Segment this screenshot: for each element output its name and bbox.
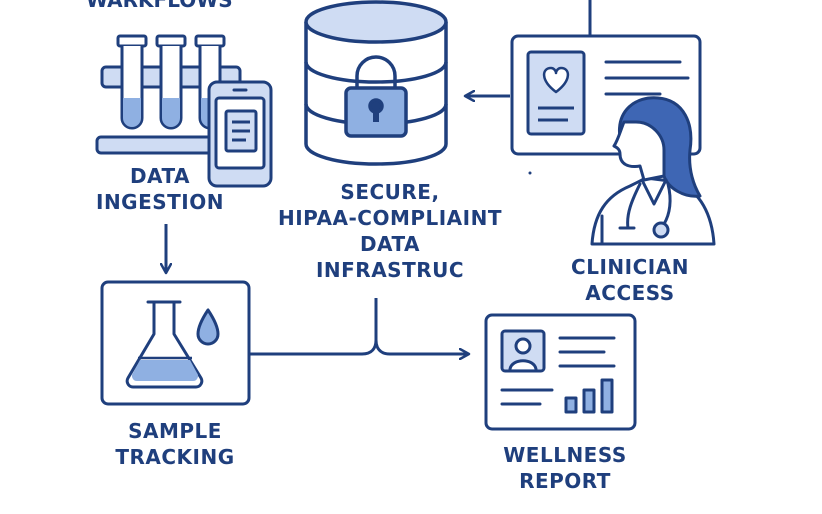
secure-line4: INFRASTRUC xyxy=(315,258,465,282)
top-clipped-heading: WARKFLOWS xyxy=(86,0,233,12)
wellness-line2: REPORT xyxy=(519,469,611,493)
clinician-line1: CLINICIAN xyxy=(571,255,689,279)
clinician-access-label: CLINICIAN ACCESS xyxy=(530,254,730,306)
secure-infrastructure-label: SECURE, HIPAA-COMPLIAINT DATA INFRASTRUC xyxy=(255,179,525,283)
secure-line2: HIPAA-COMPLIAINT xyxy=(278,206,502,230)
speck xyxy=(528,171,532,175)
data-ingestion-label: DATA INGESTION xyxy=(60,163,260,215)
flask-icon xyxy=(125,300,204,389)
sample-line2: TRACKING xyxy=(115,445,235,469)
bar-chart-icon xyxy=(564,378,614,414)
sample-line1: SAMPLE xyxy=(128,419,222,443)
secure-line1: SECURE, xyxy=(340,180,440,204)
arrow-sample-to-report xyxy=(250,339,468,354)
sample-tracking-label: SAMPLE TRACKING xyxy=(70,418,280,470)
report-card-icon xyxy=(484,313,637,431)
clinician-line2: ACCESS xyxy=(585,281,675,305)
database-icon xyxy=(304,0,448,166)
clinician-icon xyxy=(590,96,716,246)
smartphone-icon xyxy=(207,80,273,188)
padlock-icon xyxy=(344,55,408,138)
droplet-icon xyxy=(196,308,220,346)
secure-line3: DATA xyxy=(359,232,421,256)
wellness-line1: WELLNESS xyxy=(503,443,627,467)
data-ingestion-line1: DATA xyxy=(129,164,191,188)
data-ingestion-line2: INGESTION xyxy=(96,190,224,214)
wellness-report-label: WELLNESS REPORT xyxy=(460,442,670,494)
